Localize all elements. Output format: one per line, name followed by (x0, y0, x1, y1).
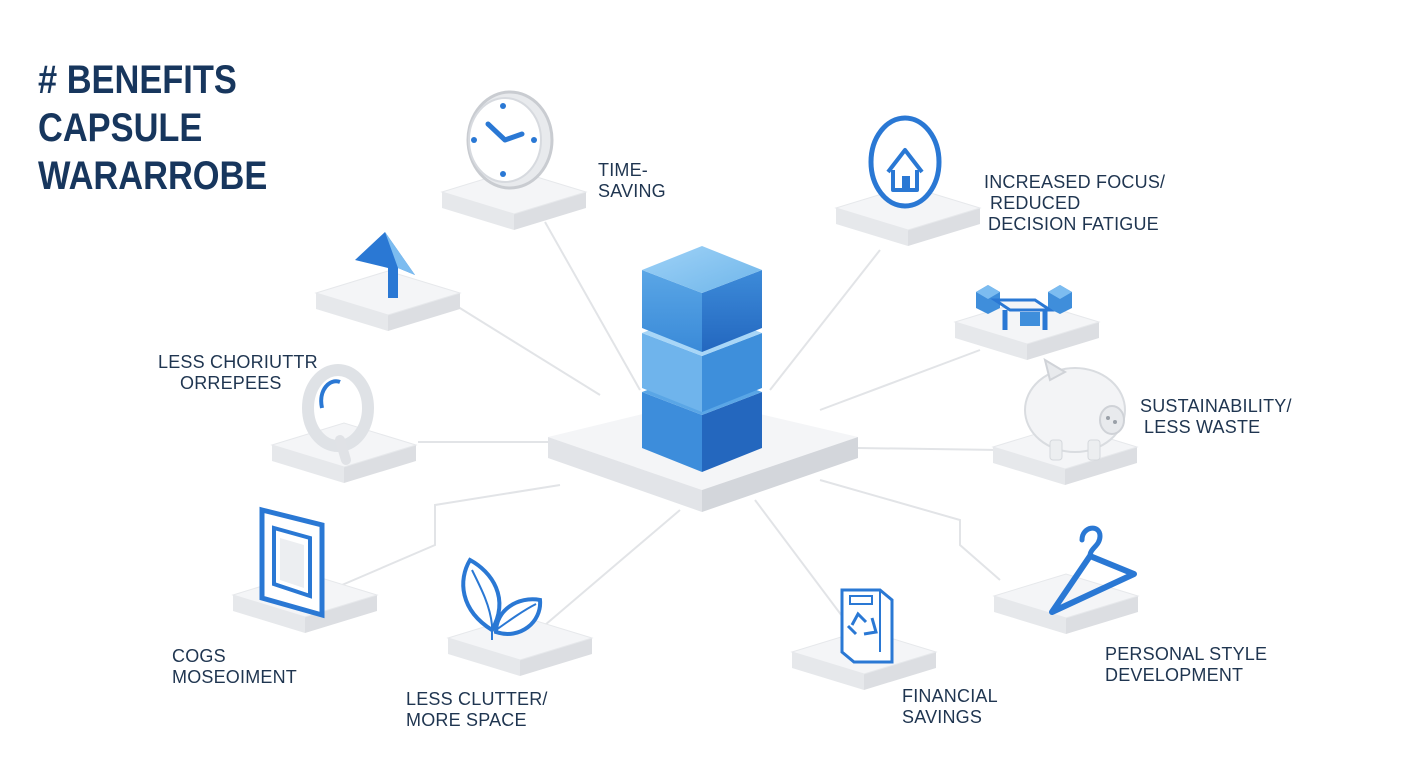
label-less-clutter-line2: MORE SPACE (406, 710, 527, 730)
label-increased-focus-line2: REDUCED (990, 193, 1081, 213)
label-cogs: COGS MOSEOIMENT (172, 646, 297, 688)
label-financial-savings: FINANCIAL SAVINGS (902, 686, 998, 728)
connector-arrow-node (454, 304, 601, 396)
connector-personal-style (819, 479, 1001, 581)
label-personal-style-line2: DEVELOPMENT (1105, 665, 1244, 685)
label-financial-savings-line1: FINANCIAL (902, 686, 998, 706)
label-personal-style: PERSONAL STYLE DEVELOPMENT (1105, 644, 1267, 686)
label-less-chores-line1: LESS CHORIUTTR (158, 352, 318, 372)
connector-cogs (334, 484, 561, 589)
label-time-saving: TIME- SAVING (598, 160, 666, 202)
label-sustainability: SUSTAINABILITY/ LESS WASTE (1140, 396, 1292, 438)
frame-icon (259, 506, 325, 619)
label-time-saving-line1: TIME- (598, 160, 648, 180)
arrow-icon (355, 232, 415, 298)
connector-focus (769, 249, 881, 391)
label-cogs-line2: MOSEOIMENT (172, 667, 298, 687)
connector-less-clutter (544, 509, 681, 626)
label-financial-savings-line2: SAVINGS (902, 707, 983, 727)
piggy-bank-icon (1024, 357, 1126, 461)
hanger-icon (1049, 525, 1137, 615)
platform-personal-style (992, 573, 1140, 634)
leaf-icon (461, 557, 543, 640)
label-sustainability-line2: LESS WASTE (1144, 417, 1261, 437)
blocks-icon (976, 285, 1072, 330)
central-cube-stack (642, 246, 762, 472)
label-increased-focus: INCREASED FOCUS/ REDUCED DECISION FATIGU… (984, 172, 1165, 235)
house-badge-icon (868, 115, 942, 209)
label-cogs-line1: COGS (172, 646, 226, 666)
label-personal-style-line1: PERSONAL STYLE (1105, 644, 1268, 664)
label-less-chores-line2: ORREPEES (180, 373, 282, 393)
connector-time-saving (544, 221, 641, 391)
clock-icon (466, 90, 554, 190)
connector-lines (334, 221, 1001, 641)
cube-top (642, 246, 762, 352)
label-increased-focus-line3: DECISION FATIGUE (988, 214, 1159, 234)
label-sustainability-line1: SUSTAINABILITY/ (1140, 396, 1292, 416)
label-increased-focus-line1: INCREASED FOCUS/ (984, 172, 1166, 192)
connector-blocks (819, 349, 981, 411)
page-title-line2: WARARROBE (38, 154, 268, 198)
label-less-clutter-line1: LESS CLUTTER/ (406, 689, 548, 709)
connector-sustainability (857, 447, 1001, 451)
page-title: # BENEFITS CAPSULE WARARROBE (38, 56, 399, 200)
page-title-line1: # BENEFITS CAPSULE (38, 58, 237, 150)
platform-arrow-node (314, 270, 462, 331)
recycle-box-icon (840, 588, 894, 664)
platform-time-saving (440, 169, 588, 230)
label-less-clutter: LESS CLUTTER/ MORE SPACE (406, 689, 548, 731)
label-less-chores: LESS CHORIUTTR ORREPEES (158, 352, 318, 394)
platform-less-clutter (446, 615, 594, 676)
ring-icon (302, 364, 374, 465)
label-time-saving-line2: SAVING (598, 181, 666, 201)
